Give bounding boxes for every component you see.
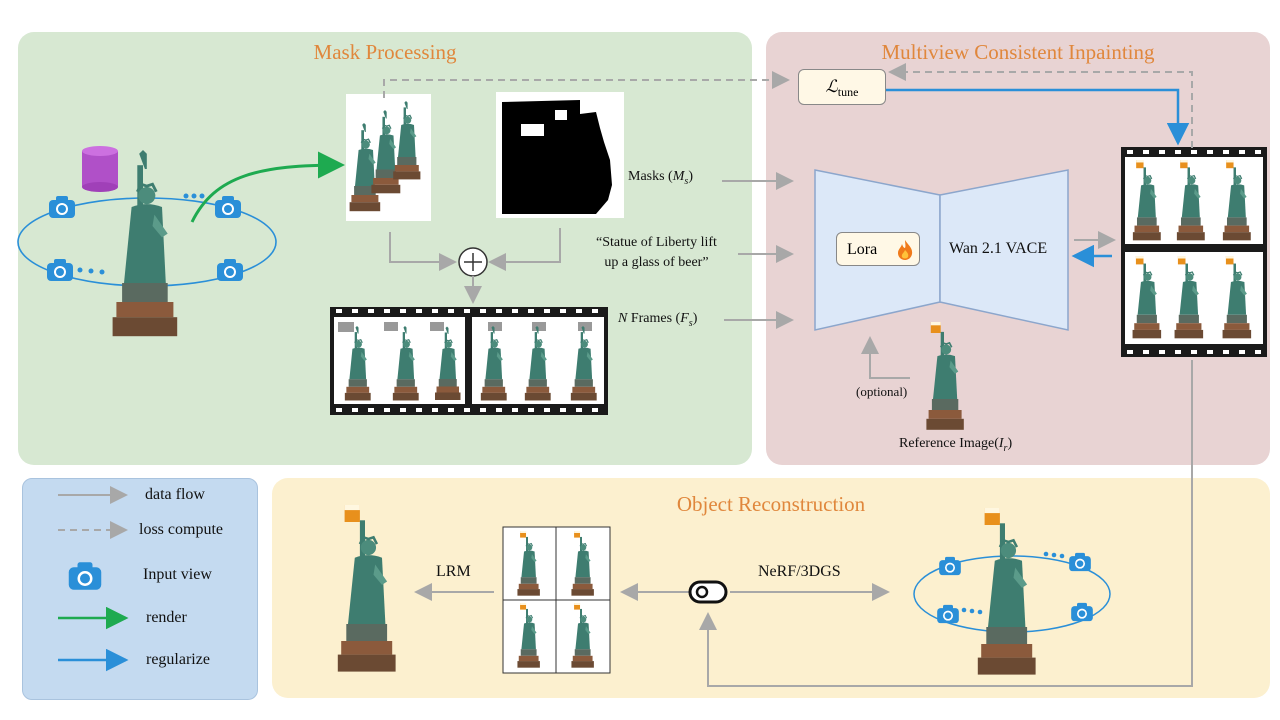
optional-label: (optional) bbox=[856, 384, 908, 399]
inpainted-frames-filmstrip bbox=[1121, 147, 1267, 357]
camera-icon bbox=[49, 196, 75, 218]
input-orbit-scene bbox=[17, 146, 277, 338]
legend-input-view: Input view bbox=[143, 566, 212, 583]
wan-label: Wan 2.1 VACE bbox=[949, 240, 1048, 257]
masks-image bbox=[496, 92, 624, 218]
legend-panel bbox=[22, 478, 258, 700]
rendered-views-image bbox=[346, 94, 431, 221]
camera-icon bbox=[47, 259, 73, 281]
lora-label: Lora bbox=[847, 241, 878, 258]
object-reconstruction-panel: Object Reconstruction bbox=[272, 478, 1270, 698]
camera-icon bbox=[217, 259, 243, 281]
multiview-inpainting-title: Multiview Consistent Inpainting bbox=[881, 40, 1155, 64]
camera-icon bbox=[1071, 602, 1093, 622]
object-reconstruction-title: Object Reconstruction bbox=[676, 492, 866, 516]
camera-icon bbox=[215, 196, 241, 218]
camera-icon bbox=[68, 562, 102, 590]
decoder-trapezoid bbox=[939, 169, 1069, 331]
legend-regularize: regularize bbox=[146, 651, 210, 668]
lora-box: Lora bbox=[836, 232, 920, 266]
nerf-orbit-scene bbox=[913, 508, 1111, 675]
purple-cylinder-icon bbox=[82, 146, 118, 192]
lrm-result-statue bbox=[338, 505, 396, 672]
loss-dashed-arrow bbox=[383, 71, 790, 98]
masks-label: Masks (Ms) bbox=[628, 169, 693, 187]
masked-frames-filmstrip bbox=[330, 307, 608, 415]
lrm-label: LRM bbox=[436, 563, 471, 580]
camera-icon bbox=[939, 556, 961, 576]
camera-icon bbox=[937, 604, 959, 624]
loss-subscript: tune bbox=[837, 85, 859, 99]
reference-image-label: Reference Image(Ir) bbox=[899, 436, 1013, 454]
four-view-grid bbox=[502, 526, 611, 674]
reference-image bbox=[925, 322, 965, 431]
nerf-label: NeRF/3DGS bbox=[758, 563, 841, 580]
camera-icon bbox=[1069, 552, 1091, 572]
mask-processing-title: Mask Processing bbox=[313, 40, 457, 64]
legend-render: render bbox=[146, 609, 187, 626]
frames-label: N Frames (Fs) bbox=[618, 311, 698, 329]
legend-loss-compute: loss compute bbox=[139, 521, 223, 538]
toggle-icon bbox=[688, 580, 728, 604]
loss-symbol: ℒ bbox=[825, 77, 838, 96]
plus-circle-icon bbox=[458, 247, 488, 277]
fire-icon bbox=[895, 239, 915, 261]
loss-tune-box: ℒtune bbox=[798, 69, 886, 105]
prompt-label: “Statue of Liberty lift up a glass of be… bbox=[596, 235, 717, 270]
legend-data-flow: data flow bbox=[145, 486, 205, 503]
render-arrow bbox=[190, 151, 345, 223]
